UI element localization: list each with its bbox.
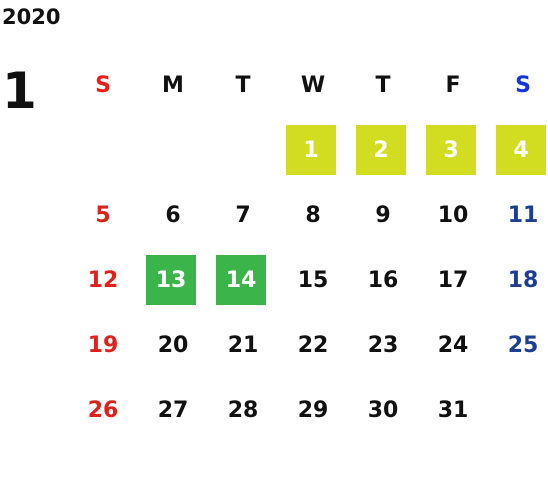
day-cell[interactable] xyxy=(148,125,198,175)
day-cell-highlighted[interactable]: 3 xyxy=(426,125,476,175)
day-cell[interactable]: 27 xyxy=(157,397,189,423)
day-cell[interactable]: 8 xyxy=(305,202,321,228)
year-label: 2020 xyxy=(2,5,61,29)
day-cell[interactable]: 24 xyxy=(437,332,469,358)
week-row: 1 2 3 4 xyxy=(68,125,548,175)
weekday-friday: F xyxy=(445,72,461,98)
weekday-header-row: S M T W T F S xyxy=(68,60,548,110)
day-cell[interactable]: 5 xyxy=(95,202,111,228)
day-cell[interactable]: 26 xyxy=(87,397,119,423)
day-cell[interactable]: 20 xyxy=(157,332,189,358)
day-cell[interactable]: 11 xyxy=(507,202,539,228)
day-cell-highlighted[interactable]: 4 xyxy=(496,125,546,175)
day-cell[interactable]: 12 xyxy=(87,267,119,293)
month-number: 1 xyxy=(2,62,37,120)
day-cell[interactable]: 30 xyxy=(367,397,399,423)
day-cell[interactable]: 29 xyxy=(297,397,329,423)
day-cell[interactable]: 18 xyxy=(507,267,539,293)
day-cell[interactable]: 9 xyxy=(375,202,391,228)
day-cell[interactable]: 23 xyxy=(367,332,399,358)
day-cell[interactable]: 22 xyxy=(297,332,329,358)
weekday-sunday: S xyxy=(95,72,111,98)
day-cell-highlighted[interactable]: 14 xyxy=(216,255,266,305)
day-cell[interactable]: 17 xyxy=(437,267,469,293)
day-cell-highlighted[interactable]: 1 xyxy=(286,125,336,175)
day-cell[interactable]: 25 xyxy=(507,332,539,358)
weekday-monday: M xyxy=(162,72,184,98)
day-cell[interactable]: 28 xyxy=(227,397,259,423)
day-cell[interactable]: 7 xyxy=(235,202,251,228)
day-cell-highlighted[interactable]: 13 xyxy=(146,255,196,305)
day-cell[interactable]: 15 xyxy=(297,267,329,293)
day-cell[interactable]: 31 xyxy=(437,397,469,423)
day-cell[interactable] xyxy=(498,385,548,435)
day-cell[interactable] xyxy=(218,125,268,175)
day-cell[interactable]: 21 xyxy=(227,332,259,358)
weekday-thursday: T xyxy=(375,72,391,98)
week-row: 12 13 14 15 16 17 18 xyxy=(68,255,548,305)
weekday-saturday: S xyxy=(515,72,531,98)
week-row: 19 20 21 22 23 24 25 xyxy=(68,320,548,370)
day-cell[interactable]: 6 xyxy=(165,202,181,228)
week-row: 26 27 28 29 30 31 xyxy=(68,385,548,435)
day-cell-highlighted[interactable]: 2 xyxy=(356,125,406,175)
day-cell[interactable]: 10 xyxy=(437,202,469,228)
day-cell[interactable]: 19 xyxy=(87,332,119,358)
day-cell[interactable]: 16 xyxy=(367,267,399,293)
weekday-tuesday: T xyxy=(235,72,251,98)
week-row: 5 6 7 8 9 10 11 xyxy=(68,190,548,240)
day-cell[interactable] xyxy=(78,125,128,175)
weekday-wednesday: W xyxy=(300,72,326,98)
